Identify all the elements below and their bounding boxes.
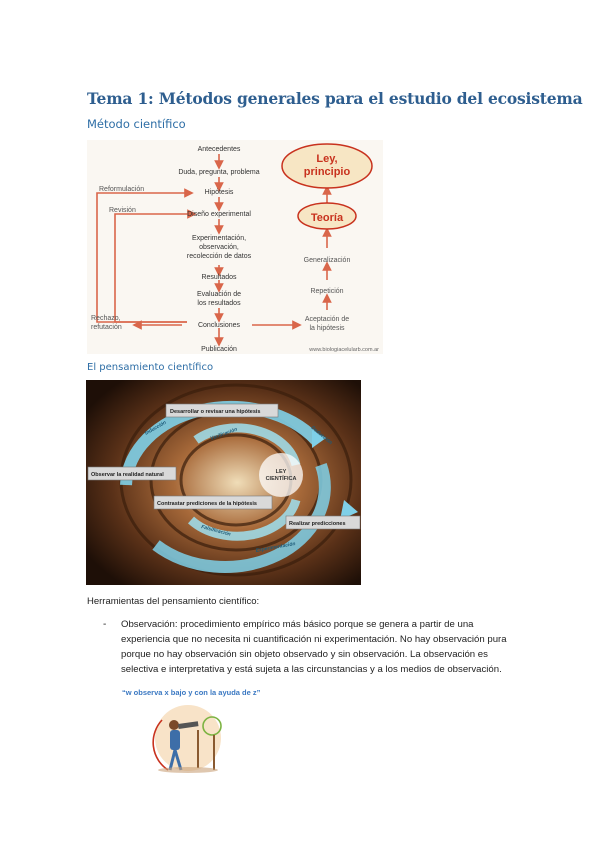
label-refutacion: refutación — [91, 324, 122, 331]
observation-caption: “w observa x bajo y con la ayuda de z” — [122, 688, 261, 697]
section-heading-metodo: Método científico — [87, 117, 186, 131]
step-hipotesis: Hipótesis — [205, 189, 234, 196]
diagram-watermark: www.biologiacelularb.com.ar — [308, 347, 379, 353]
label-repeticion: Repetición — [310, 288, 343, 295]
box-realizar: Realizar predicciones — [289, 521, 346, 527]
scientific-method-diagram: Antecedentes Duda, pregunta, problema Hi… — [87, 140, 383, 354]
step-observacion: observación, — [199, 244, 239, 251]
observation-illustration — [152, 705, 222, 773]
step-recoleccion: recolección de datos — [187, 253, 252, 260]
tools-heading: Herramientas del pensamiento científico: — [87, 596, 260, 607]
step-diseno: Diseño experimental — [187, 211, 251, 218]
label-reformulacion: Reformulación — [99, 186, 144, 193]
box-observar: Observar la realidad natural — [91, 472, 164, 478]
box-desarrollar: Desarrollar o revisar una hipótesis — [170, 409, 260, 415]
label-aceptacion-2: la hipótesis — [309, 325, 345, 332]
label-aceptacion: Aceptación de — [305, 316, 349, 323]
label-ley: Ley, — [316, 153, 337, 165]
observation-paragraph: Observación: procedimiento empírico más … — [121, 619, 507, 675]
page-title: Tema 1: Métodos generales para el estudi… — [87, 89, 583, 108]
label-principio: principio — [304, 166, 351, 178]
center-cientifica: CIENTÍFICA — [266, 474, 297, 482]
step-conclusiones: Conclusiones — [198, 322, 241, 329]
step-resultados: Resultados — [201, 274, 237, 281]
step-duda: Duda, pregunta, problema — [178, 169, 259, 176]
label-rechazo: Rechazo, — [91, 315, 121, 322]
step-experimentacion: Experimentación, — [192, 235, 246, 242]
scientific-thinking-diagram: LEY CIENTÍFICA Inducción Deducción Verif… — [86, 380, 361, 585]
bullet-marker: - — [103, 619, 107, 630]
section-heading-pensamiento: El pensamiento científico — [87, 362, 214, 373]
center-ley: LEY — [276, 469, 287, 475]
step-publicacion: Publicación — [201, 346, 237, 353]
step-evaluacion: Evaluación de — [197, 291, 241, 298]
box-contrastar: Contrastar prediciones de la hipótesis — [157, 501, 257, 507]
step-evaluacion-2: los resultados — [197, 300, 241, 307]
label-teoria: Teoría — [311, 212, 344, 224]
label-generalizacion: Generalización — [304, 257, 351, 264]
step-antecedentes: Antecedentes — [198, 146, 241, 153]
label-revision: Revisión — [109, 207, 136, 214]
